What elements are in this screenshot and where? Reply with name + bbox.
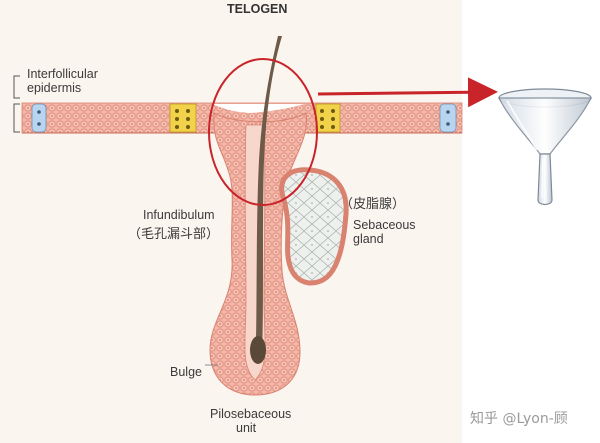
bulge-label: Bulge	[170, 365, 202, 379]
interfollicular-label-1: Interfollicular	[27, 67, 98, 81]
basal-cells-blue-left	[31, 103, 47, 133]
hair-shaft	[255, 36, 282, 358]
pilosebaceous-label-1: Pilosebaceous	[210, 407, 292, 421]
interfollicular-label-2: epidermis	[27, 81, 82, 95]
sebaceous-cn-label: （皮脂腺）	[340, 197, 406, 212]
sebaceous-gland	[279, 167, 349, 286]
basal-cells-blue-right	[439, 103, 457, 133]
basal-cells-yellow-left	[169, 103, 197, 133]
sebaceous-label-2: gland	[353, 232, 384, 246]
stage-title: TELOGEN	[227, 2, 288, 16]
bracket-icon	[13, 75, 20, 133]
highlight-circle	[208, 58, 318, 206]
sebaceous-label-1: Sebaceous	[353, 218, 416, 232]
watermark: 知乎 @Lyon-顾	[470, 411, 568, 427]
pilosebaceous-label-2: unit	[236, 421, 257, 435]
infundibulum-cn-label: （毛孔漏斗部）	[128, 227, 220, 242]
basal-cells-yellow-right	[315, 103, 341, 133]
hair-club	[250, 336, 266, 364]
pore-opening	[212, 104, 304, 113]
infundibulum-label: Infundibulum	[143, 208, 215, 222]
arrow-icon	[317, 77, 498, 108]
funnel-icon	[498, 88, 592, 206]
